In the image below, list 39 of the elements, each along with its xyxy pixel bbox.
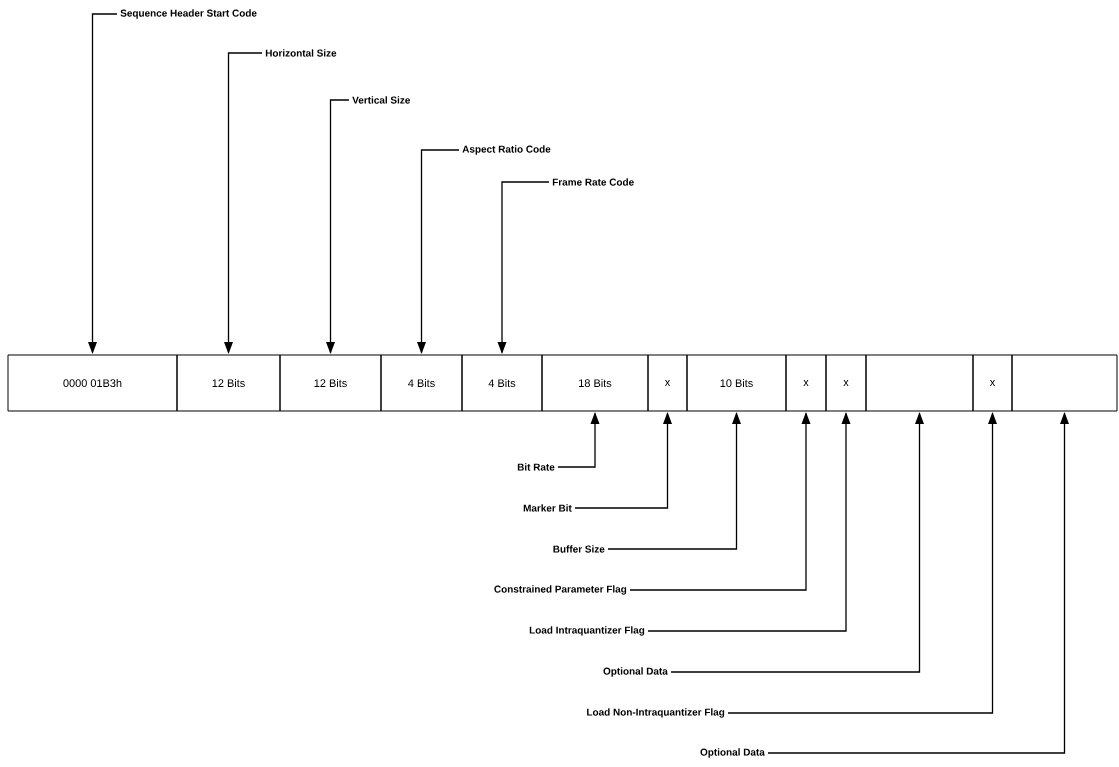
leader-arrow	[574, 412, 672, 509]
field-label: Marker Bit	[523, 504, 572, 512]
field-label: Constrained Parameter Flag	[494, 585, 627, 595]
field-cell: 12 Bits	[279, 354, 382, 412]
field-cell: x	[972, 354, 1013, 412]
field-label: Buffer Size	[553, 545, 605, 553]
field-cell: 4 Bits	[461, 354, 543, 412]
leader-arrow	[607, 412, 741, 550]
leader-arrow	[497, 181, 550, 354]
field-cell: x	[647, 354, 688, 412]
empty-field-cell	[865, 354, 974, 412]
field-label: Optional Data	[700, 748, 765, 758]
field-label: Sequence Header Start Code	[120, 9, 257, 19]
field-label: Bit Rate	[517, 463, 555, 471]
field-label: Vertical Size	[352, 96, 410, 104]
field-cell: x	[785, 354, 827, 412]
leader-arrow	[88, 13, 118, 354]
field-label: Optional Data	[603, 667, 668, 677]
empty-field-cell	[1011, 354, 1118, 412]
field-cell: 4 Bits	[380, 354, 463, 412]
leader-arrow	[767, 412, 1069, 754]
field-label: Horizontal Size	[265, 49, 337, 57]
leader-arrow	[629, 412, 811, 591]
field-label: Aspect Ratio Code	[462, 145, 551, 155]
field-cell: x	[825, 354, 867, 412]
leader-arrow	[557, 412, 600, 468]
leader-arrow	[647, 412, 851, 632]
leader-arrow	[670, 412, 924, 673]
field-label: Load Non-Intraquantizer Flag	[587, 708, 725, 718]
leader-arrow	[224, 52, 263, 354]
field-label: Frame Rate Code	[552, 178, 634, 186]
leader-arrow	[326, 99, 350, 354]
field-cell: 18 Bits	[541, 354, 649, 412]
field-cell: 0000 01B3h	[7, 354, 178, 412]
field-label: Load Intraquantizer Flag	[529, 626, 645, 636]
leader-arrow	[417, 149, 460, 354]
field-cell: 12 Bits	[176, 354, 281, 412]
field-cell: 10 Bits	[686, 354, 787, 412]
leader-arrow	[727, 412, 997, 714]
